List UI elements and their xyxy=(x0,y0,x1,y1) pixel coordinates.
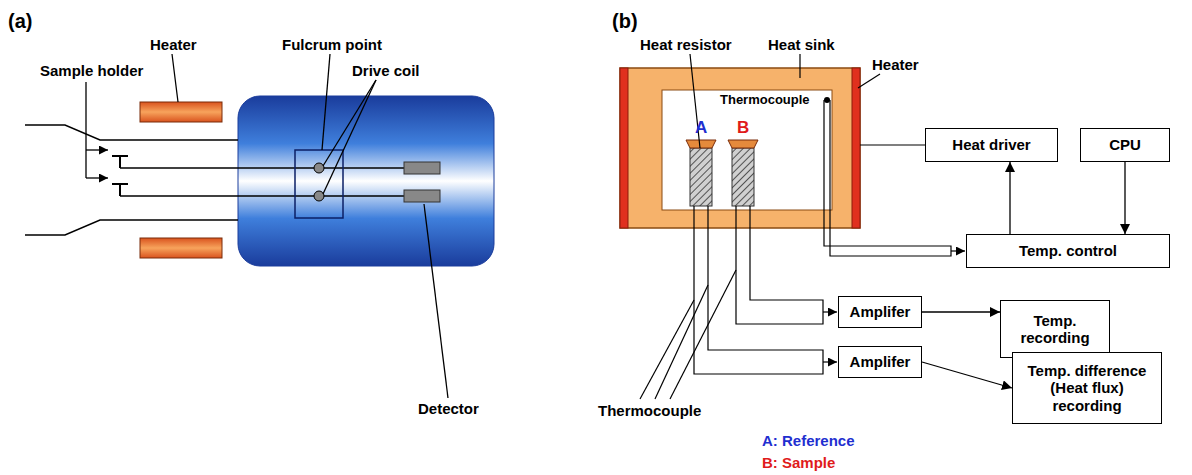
heat-resistor xyxy=(732,148,754,206)
process-box: Temp. control xyxy=(966,234,1170,268)
sample-pan xyxy=(112,156,128,196)
part-label: Heater xyxy=(150,36,197,53)
box-text: Amplifer xyxy=(850,303,911,320)
part-label: Fulcrum point xyxy=(282,36,382,53)
cell-letter: B xyxy=(737,118,749,138)
box-text: CPU xyxy=(1109,136,1141,153)
balance-beam xyxy=(120,167,404,169)
drive-coil xyxy=(314,163,324,173)
dsc-drawing xyxy=(620,54,965,399)
key-entry: B: Sample xyxy=(762,454,835,471)
heater-block xyxy=(140,238,222,258)
process-box: Temp. recording xyxy=(1000,300,1110,358)
panel-letter: (b) xyxy=(612,10,638,33)
heater-strip xyxy=(620,68,628,228)
heat-resistor xyxy=(690,148,712,206)
balance-beam xyxy=(120,195,404,197)
box-text: Temp. control xyxy=(1019,242,1117,259)
process-box: Heat driver xyxy=(925,128,1058,162)
detector xyxy=(404,162,440,174)
box-text: Temp. difference (Heat flux) recording xyxy=(1019,362,1155,414)
key-entry: A: Reference xyxy=(762,432,855,449)
part-label: Sample holder xyxy=(40,62,143,79)
part-label: Drive coil xyxy=(352,62,420,79)
wires xyxy=(640,54,965,399)
cell-letter: A xyxy=(695,118,707,138)
process-box: Amplifer xyxy=(838,346,922,378)
panel-letter: (a) xyxy=(8,10,32,33)
part-label: Heat sink xyxy=(768,36,835,53)
sample-pan xyxy=(728,140,758,148)
leader-lines xyxy=(86,54,448,398)
heater-block xyxy=(140,102,222,122)
part-label: Detector xyxy=(418,400,479,417)
thermocouple-junction xyxy=(824,97,830,103)
part-label: Thermocouple xyxy=(720,93,810,108)
arrow-connector xyxy=(922,362,1012,388)
heater-strip xyxy=(852,68,860,228)
tga-drawing xyxy=(25,54,494,398)
process-box: Temp. difference (Heat flux) recording xyxy=(1012,352,1162,424)
cell-chamber xyxy=(662,90,832,210)
tube-wall xyxy=(25,125,238,140)
balance-housing xyxy=(238,96,494,266)
arrow-connector xyxy=(922,311,1000,312)
part-label: Heat resistor xyxy=(640,36,732,53)
box-text: Temp. recording xyxy=(1007,312,1103,347)
process-box: Amplifer xyxy=(838,296,922,328)
arrow-connector xyxy=(1009,162,1010,234)
tube-wall xyxy=(25,220,238,235)
detector xyxy=(404,190,440,202)
part-label: Heater xyxy=(872,56,919,73)
arrow-connector xyxy=(1124,162,1125,234)
fulcrum-box xyxy=(295,150,343,218)
part-label: Thermocouple xyxy=(598,402,701,419)
box-text: Amplifer xyxy=(850,353,911,370)
drive-coil xyxy=(314,191,324,201)
box-text: Heat driver xyxy=(952,136,1030,153)
reference-pan xyxy=(686,140,716,148)
process-box: CPU xyxy=(1080,128,1170,162)
